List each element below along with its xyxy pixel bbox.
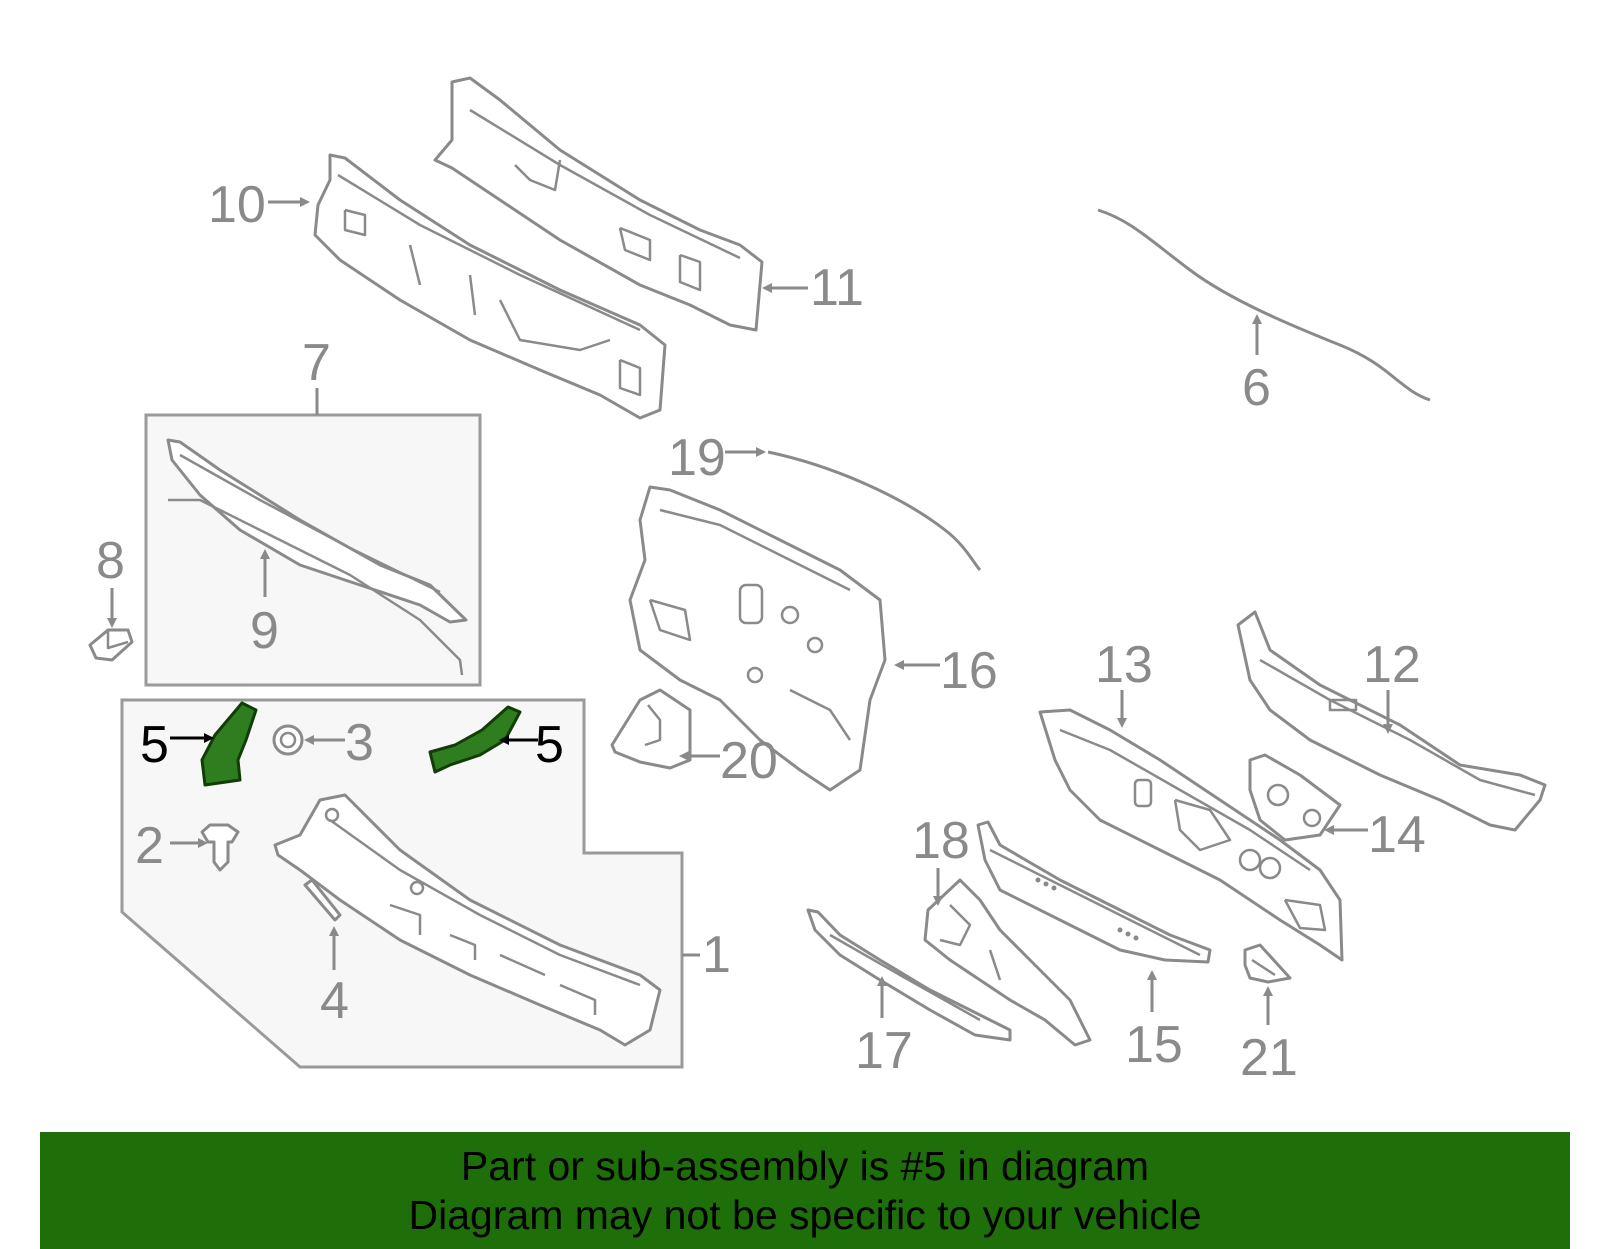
svg-text:15: 15 [1125, 1016, 1183, 1074]
svg-text:18: 18 [912, 812, 970, 870]
banner-line-1: Part or sub-assembly is #5 in diagram [460, 1143, 1150, 1189]
part-13-dash-panel [1038, 708, 1344, 962]
info-banner: Part or sub-assembly is #5 in diagram Di… [40, 1132, 1570, 1249]
part-12-reinforcement [1236, 610, 1547, 832]
callout-14: 14 [1324, 806, 1426, 864]
callout-16: 16 [894, 642, 998, 700]
svg-text:19: 19 [668, 429, 726, 487]
callout-17: 17 [855, 976, 913, 1080]
part-11-cowl-panel [433, 76, 764, 332]
svg-text:1: 1 [702, 926, 731, 984]
svg-text:14: 14 [1368, 806, 1426, 864]
svg-text:21: 21 [1240, 1029, 1298, 1087]
part-19-seal [767, 450, 982, 572]
svg-text:20: 20 [720, 732, 778, 790]
part-14-bracket [1248, 753, 1342, 842]
svg-text:5: 5 [535, 716, 564, 774]
callout-3: 3 [304, 714, 374, 772]
part-2-clip [200, 823, 240, 872]
callout-10: 10 [208, 176, 310, 234]
svg-text:6: 6 [1242, 359, 1271, 417]
callout-2: 2 [135, 817, 208, 875]
svg-text:8: 8 [96, 532, 125, 590]
svg-text:17: 17 [855, 1022, 913, 1080]
part-10-cowl-panel [313, 153, 667, 420]
part-18-bracket [923, 878, 1092, 1047]
part-5-left-highlighted [200, 701, 258, 787]
svg-text:11: 11 [810, 259, 864, 317]
callout-9: 9 [250, 549, 279, 660]
callout-21: 21 [1240, 986, 1298, 1087]
part-20-bracket [610, 688, 692, 770]
callout-5-left: 5 [140, 716, 214, 774]
svg-text:10: 10 [208, 176, 266, 234]
callout-18: 18 [912, 812, 970, 906]
part-21-bracket [1243, 943, 1292, 984]
svg-text:16: 16 [940, 642, 998, 700]
callout-6: 6 [1242, 314, 1271, 417]
svg-text:3: 3 [345, 714, 374, 772]
callout-8: 8 [96, 532, 125, 628]
callout-13: 13 [1095, 636, 1153, 728]
parts-diagram: 11 10 6 9 7 [88, 76, 1547, 1087]
banner-line-2: Diagram may not be specific to your vehi… [408, 1192, 1202, 1238]
callout-11: 11 [762, 259, 864, 317]
part-6-seal [1097, 208, 1431, 402]
part-4-seal [303, 878, 342, 922]
callout-5-right: 5 [499, 716, 564, 774]
part-15-cross-member [976, 820, 1212, 964]
part-1-cowl-grille [273, 793, 662, 1047]
svg-text:5: 5 [140, 716, 169, 774]
svg-text:13: 13 [1095, 636, 1153, 694]
callout-20: 20 [679, 732, 778, 790]
svg-text:2: 2 [135, 817, 164, 875]
svg-text:4: 4 [320, 972, 349, 1030]
callout-7: 7 [302, 334, 331, 415]
svg-text:12: 12 [1363, 636, 1421, 694]
part-17-brace [806, 908, 1012, 1042]
part-5-right-highlighted [428, 705, 522, 774]
part-16-insulator [628, 485, 887, 792]
part-3-grommet [272, 724, 304, 756]
part-7-cowl-cover [166, 438, 468, 676]
svg-text:9: 9 [250, 602, 279, 660]
callout-1: 1 [682, 926, 731, 984]
callout-15: 15 [1125, 970, 1183, 1074]
part-8-clip [88, 628, 134, 662]
callout-4: 4 [320, 926, 349, 1030]
callout-12: 12 [1363, 636, 1421, 734]
svg-text:7: 7 [302, 334, 331, 392]
callout-19: 19 [668, 429, 766, 487]
